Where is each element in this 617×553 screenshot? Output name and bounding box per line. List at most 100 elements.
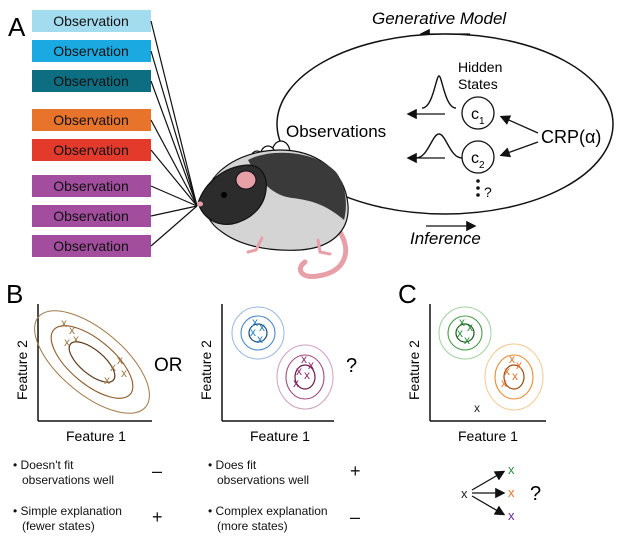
observation-line	[150, 80, 198, 207]
plot-c-cluster2-contour	[494, 354, 534, 400]
scatter-point: x	[257, 332, 263, 346]
plot-b2-cluster2-contour	[276, 344, 334, 410]
panel-label-a: A	[8, 12, 26, 42]
scatter-point: x	[516, 358, 522, 372]
crp-arrow	[499, 115, 539, 134]
scatter-point: x	[252, 315, 258, 329]
rat-ear	[235, 170, 257, 190]
observation-box: Observation	[32, 205, 151, 227]
plot-c-cluster1-contour	[455, 323, 475, 343]
observation-label: Observation	[53, 238, 128, 254]
observation-line	[150, 185, 198, 207]
observation-label: Observation	[53, 43, 128, 59]
more-states-dot	[476, 186, 480, 190]
scatter-point: x	[117, 353, 123, 367]
observation-box-bg	[32, 40, 151, 62]
more-states-dot	[476, 179, 480, 183]
observation-label: Observation	[53, 112, 128, 128]
scatter-point: x	[296, 364, 302, 378]
observation-box: Observation	[32, 235, 151, 257]
gaussian-curve-1	[421, 75, 457, 109]
plot-b1-contour	[34, 310, 150, 414]
hidden-states-label: States	[458, 76, 498, 92]
scatter-point: x	[512, 369, 518, 383]
observation-line	[150, 50, 198, 207]
scatter-point: x	[501, 376, 507, 390]
scatter-point: x	[110, 360, 116, 374]
note-text: (fewer states)	[22, 519, 95, 533]
note-sign: +	[152, 507, 163, 527]
plot-b1-xlabel: Feature 1	[66, 428, 126, 444]
gaussian-curve-2	[415, 133, 463, 159]
note-text: • Simple explanation	[13, 504, 122, 518]
plot-b1-contour	[68, 341, 116, 383]
rat-nose	[197, 201, 203, 207]
c-option-x: x	[508, 485, 515, 500]
plot-b2-cluster1-contour	[231, 306, 285, 360]
thought-ellipse	[276, 33, 614, 215]
observation-label: Observation	[53, 208, 128, 224]
observation-box: Observation	[32, 109, 151, 131]
scatter-point: x	[250, 325, 256, 339]
c-question: ?	[530, 483, 541, 505]
observation-boxes: ObservationObservationObservationObserva…	[32, 10, 151, 257]
observation-box-bg	[32, 205, 151, 227]
plot-b2-xlabel: Feature 1	[250, 428, 310, 444]
observation-line	[150, 149, 198, 207]
observation-label: Observation	[53, 13, 128, 29]
observation-box-bg	[32, 175, 151, 197]
state-c2-circle	[461, 140, 495, 174]
observation-box: Observation	[32, 40, 151, 62]
note-text: observations well	[22, 473, 114, 487]
scatter-point: x	[69, 323, 75, 337]
plot-b2-cluster1-contour	[248, 323, 268, 343]
note-text: (more states)	[217, 519, 288, 533]
observation-box: Observation	[32, 175, 151, 197]
observation-box-bg	[32, 235, 151, 257]
plot-c-ylabel: Feature 2	[406, 340, 422, 400]
scatter-point: x	[467, 320, 473, 334]
state-c1-circle	[461, 96, 495, 130]
scatter-point: x	[504, 364, 510, 378]
crp-arrow	[499, 141, 539, 158]
observations-label: Observations	[286, 122, 386, 141]
observation-line	[150, 119, 198, 207]
plot-c-new-point: x	[474, 401, 480, 415]
b-question: ?	[346, 355, 357, 377]
plot-b1-contour	[50, 325, 134, 399]
observation-box: Observation	[32, 139, 151, 161]
c-assign-arrow	[471, 495, 506, 516]
note-sign: –	[350, 507, 360, 527]
c-assign-arrow	[471, 470, 506, 491]
scatter-point: x	[509, 352, 515, 366]
crp-label: CRP(α)	[541, 127, 601, 147]
rat-front-leg	[246, 236, 264, 254]
observation-line	[150, 205, 198, 217]
observation-box-bg	[32, 139, 151, 161]
rat-illustration	[197, 149, 349, 279]
c-option-x: x	[508, 462, 515, 477]
note-sign: –	[152, 461, 162, 481]
plot-c-cluster1-contour	[438, 306, 492, 360]
rat-eye	[221, 192, 227, 198]
scatter-point: x	[457, 326, 463, 340]
scatter-point: x	[104, 373, 110, 387]
c-option-x: x	[508, 508, 515, 523]
generative-model-label: Generative Model	[372, 9, 507, 28]
observation-label: Observation	[53, 178, 128, 194]
note-text: • Does fit	[208, 458, 257, 472]
plot-c-cluster2-contour	[484, 343, 544, 411]
observation-label: Observation	[53, 142, 128, 158]
scatter-point: x	[259, 320, 265, 334]
scatter-point: x	[308, 358, 314, 372]
plot-b2-cluster2-contour	[294, 364, 316, 390]
note-sign: +	[350, 461, 361, 481]
state-c2-label: c2	[471, 150, 485, 171]
more-states-dot	[476, 193, 480, 197]
